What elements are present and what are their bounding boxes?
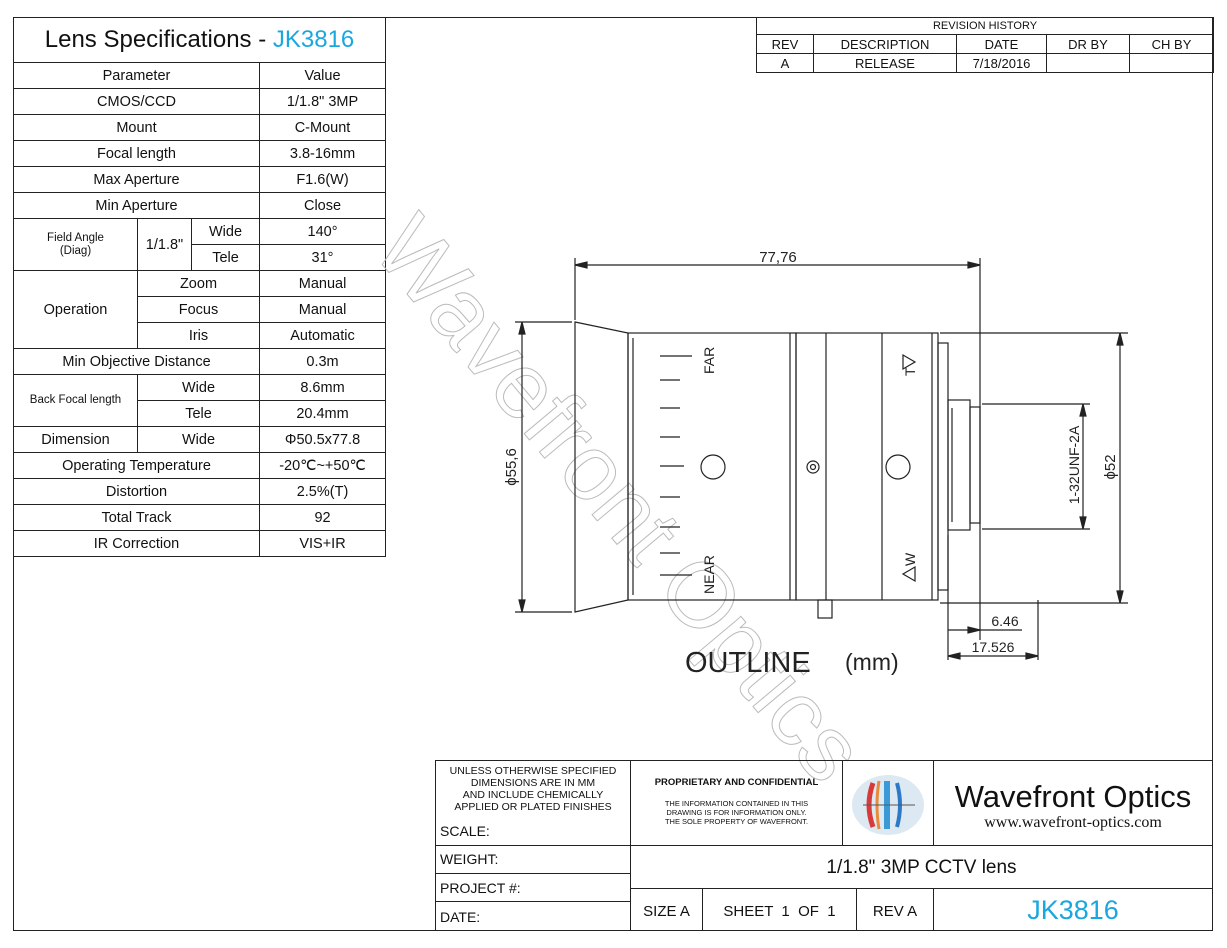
row-value: C-Mount xyxy=(258,114,387,141)
field-angle-format: 1/1.8" xyxy=(137,218,192,271)
operation-zoom-label: Zoom xyxy=(137,270,260,297)
sheet-cell: SHEET 1 OF 1 xyxy=(702,888,857,931)
far-label: FAR xyxy=(701,347,717,374)
general-note: UNLESS OTHERWISE SPECIFIED DIMENSIONS AR… xyxy=(449,765,617,813)
operation-zoom: Manual xyxy=(258,270,387,297)
dim-front-dia-label: ϕ55,6 xyxy=(503,448,520,486)
scale-label: SCALE: xyxy=(440,823,490,839)
company-name: Wavefront Optics xyxy=(954,779,1192,814)
dimension-label: Dimension xyxy=(13,426,138,453)
c-mount-thread xyxy=(969,406,981,524)
wide-arrow xyxy=(901,565,916,583)
dim-17526-label: 17.526 xyxy=(972,639,1015,655)
row-value: F1.6(W) xyxy=(258,166,387,193)
rev-header: DESCRIPTION xyxy=(813,34,957,54)
proprietary-text: THE INFORMATION CONTAINED IN THIS DRAWIN… xyxy=(664,799,809,826)
rev-cell: 7/18/2016 xyxy=(956,53,1047,73)
company-cell: Wavefront Optics www.wavefront-optics.co… xyxy=(933,760,1213,846)
rev-header: REV xyxy=(756,34,814,54)
field-angle-wide: 140° xyxy=(258,218,387,245)
project-cell: PROJECT #: xyxy=(435,873,631,902)
row-value: 0.3m xyxy=(258,348,387,375)
row-label: Distortion xyxy=(13,478,260,505)
field-angle-wide-label: Wide xyxy=(191,218,260,245)
outline-title: OUTLINE xyxy=(685,647,811,679)
bfl-tele: 20.4mm xyxy=(258,400,387,427)
header-value: Value xyxy=(258,62,387,89)
rev-cell xyxy=(1128,53,1215,73)
company-logo-icon xyxy=(852,775,924,835)
rev-label: REV A xyxy=(872,903,918,920)
sheet-label: SHEET 1 OF 1 xyxy=(723,903,836,920)
lock-screw xyxy=(817,599,833,619)
note-cell: UNLESS OTHERWISE SPECIFIED DIMENSIONS AR… xyxy=(435,760,631,846)
description-cell: 1/1.8" 3MP CCTV lens xyxy=(630,845,1213,889)
row-value: -20℃~+50℃ xyxy=(258,452,387,479)
tele-arrow xyxy=(902,353,917,371)
weight-label: WEIGHT: xyxy=(440,851,499,867)
dim-length-label: 77,76 xyxy=(759,249,797,266)
rev-header: CH BY xyxy=(1128,34,1215,54)
part-number-cell: JK3816 xyxy=(933,888,1213,931)
dim-646-label: 6.46 xyxy=(991,613,1018,629)
watermark-text: Wavefront Optics xyxy=(355,197,884,800)
c-mount-flange xyxy=(947,399,971,531)
near-label: NEAR xyxy=(701,555,717,594)
row-value: VIS+IR xyxy=(258,530,387,557)
spec-title: Lens Specifications - JK3816 xyxy=(12,17,387,63)
focus-knob xyxy=(700,454,726,480)
rear-ring xyxy=(937,342,949,591)
row-value: Close xyxy=(258,192,387,219)
tele-label: T xyxy=(902,367,918,376)
revision-title: REVISION HISTORY xyxy=(755,17,1215,35)
size-label: SIZE A xyxy=(643,903,690,920)
rev-header: DR BY xyxy=(1046,34,1130,54)
row-value: 2.5%(T) xyxy=(258,478,387,505)
size-cell: SIZE A xyxy=(630,888,703,931)
dim-rear-dia-label: ϕ52 xyxy=(1102,454,1119,479)
part-number: JK3816 xyxy=(1027,895,1119,925)
revision-history-table: REVISION HISTORY REV DESCRIPTION DATE DR… xyxy=(755,17,1215,73)
part-description: 1/1.8" 3MP CCTV lens xyxy=(826,857,1017,878)
row-label: IR Correction xyxy=(13,530,260,557)
thread-label: 1-32UNF-2A xyxy=(1066,425,1082,504)
date-cell: DATE: xyxy=(435,901,631,931)
arrow-left xyxy=(574,261,588,269)
wide-label: W xyxy=(902,552,918,566)
row-label: Min Objective Distance xyxy=(13,348,260,375)
arrow-right xyxy=(967,261,981,269)
company-website: www.wavefront-optics.com xyxy=(984,814,1162,831)
bfl-wide-label: Wide xyxy=(137,374,260,401)
operation-iris: Automatic xyxy=(258,322,387,349)
outline-unit: (mm) xyxy=(845,649,899,675)
rev-cell: REV A xyxy=(856,888,934,931)
date-label: DATE: xyxy=(440,909,481,925)
row-label: Focal length xyxy=(13,140,260,167)
proprietary-cell: PROPRIETARY AND CONFIDENTIAL THE INFORMA… xyxy=(630,760,843,846)
logo-cell xyxy=(842,760,934,846)
zoom-knob xyxy=(885,454,911,480)
row-value: 3.8-16mm xyxy=(258,140,387,167)
index-mark xyxy=(806,460,820,474)
weight-cell: WEIGHT: xyxy=(435,845,631,874)
title-block: UNLESS OTHERWISE SPECIFIED DIMENSIONS AR… xyxy=(435,760,1213,931)
field-angle-tele: 31° xyxy=(258,244,387,271)
spec-title-model: JK3816 xyxy=(272,26,355,53)
proprietary-title: PROPRIETARY AND CONFIDENTIAL xyxy=(654,777,819,788)
project-label: PROJECT #: xyxy=(440,880,521,896)
